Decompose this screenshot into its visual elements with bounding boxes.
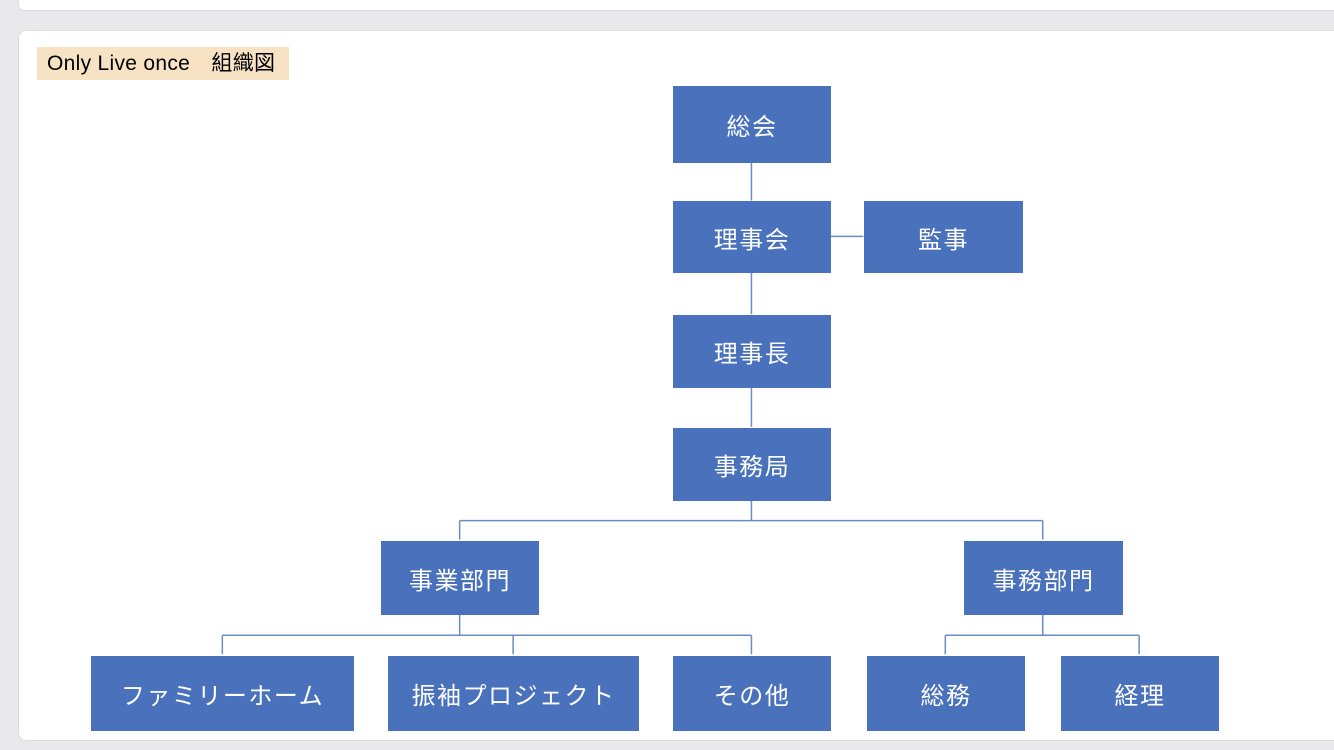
- previous-panel-edge: [18, 0, 1334, 11]
- org-node-keiri: 経理: [1061, 656, 1219, 731]
- org-node-family-home: ファミリーホーム: [91, 656, 354, 731]
- org-node-label: 振袖プロジェクト: [411, 683, 616, 710]
- org-node-jigyo-bumon: 事業部門: [381, 541, 539, 615]
- org-node-rijikai: 理事会: [673, 201, 831, 273]
- org-node-jimukyoku: 事務局: [673, 428, 831, 501]
- org-node-label: 事務部門: [992, 567, 1095, 595]
- org-node-furisode-project: 振袖プロジェクト: [388, 656, 639, 731]
- org-node-kanji: 監事: [864, 201, 1023, 273]
- org-node-sonota: その他: [673, 656, 831, 731]
- org-node-rijicho: 理事長: [673, 315, 831, 388]
- org-node-label: 事業部門: [409, 567, 511, 595]
- org-node-label: 総会: [726, 114, 778, 141]
- org-node-soumu: 総務: [867, 656, 1025, 731]
- org-node-soukai: 総会: [673, 86, 831, 163]
- page-title: Only Live once 組織図: [37, 47, 290, 80]
- org-node-label: ファミリーホーム: [120, 683, 325, 710]
- org-node-jimu-bumon: 事務部門: [964, 541, 1123, 615]
- connector-lines: [221, 162, 1140, 655]
- org-node-label: 事務局: [713, 454, 791, 481]
- org-chart-panel: Only Live once 組織図 総会 理事会: [18, 30, 1334, 741]
- org-node-label: 理事長: [713, 341, 791, 368]
- org-node-label: 経理: [1114, 683, 1166, 710]
- org-chart: 総会 理事会 監事 理事長 事務局 事業部門 事務部門 ファミリーホーム 振袖プ…: [19, 31, 1334, 740]
- org-node-label: 総務: [920, 683, 972, 710]
- org-node-label: 理事会: [713, 226, 791, 254]
- org-node-label: その他: [713, 683, 791, 710]
- org-node-label: 監事: [918, 226, 969, 254]
